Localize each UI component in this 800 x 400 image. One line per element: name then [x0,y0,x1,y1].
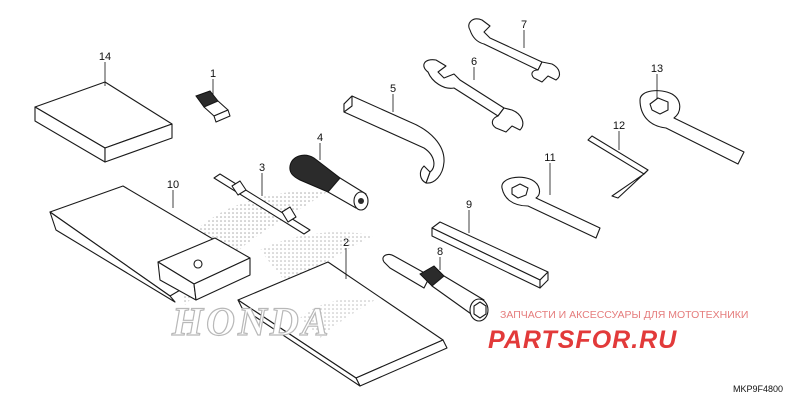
part-13-box-wrench [639,90,745,165]
callout-12: 12 [613,120,625,132]
callout-5: 5 [390,83,396,95]
callout-13: 13 [651,63,663,75]
callout-14: 14 [99,51,111,63]
part-1-plug [195,90,231,123]
callout-3: 3 [259,162,265,174]
callout-2: 2 [343,237,349,249]
callout-numbers: 1 2 3 4 5 6 7 8 9 10 11 12 13 14 [99,19,663,258]
part-8-spark-plug-wrench [382,253,489,322]
part-12-hex-key [587,135,649,199]
callout-4: 4 [317,132,323,144]
part-4-screwdriver-handle [289,154,369,211]
part-11-ring-wrench [501,176,601,239]
callout-10: 10 [167,179,179,191]
callout-9: 9 [466,199,472,211]
callout-8: 8 [437,246,443,258]
part-6-open-wrench [423,59,524,133]
part-14-manual-booklet [34,81,173,163]
site-brand-watermark: PARTSFOR.RU [488,326,677,354]
callout-1: 1 [210,68,216,80]
part-10-tool-bag [49,185,251,303]
site-tagline-watermark: ЗАПЧАСТИ И АКСЕССУАРЫ ДЛЯ МОТОТЕХНИКИ [500,309,748,321]
honda-watermark-text: HONDA [171,299,331,344]
part-9-flat-bar [431,221,549,289]
leader-lines [104,30,658,279]
callout-11: 11 [544,152,555,164]
drawing-code: MKP9F4800 [733,384,783,394]
part-3-screwdriver-shaft [213,173,311,235]
part-2-document-envelope [237,261,448,387]
callout-6: 6 [471,56,477,68]
callout-7: 7 [521,19,527,31]
part-7-small-wrench [468,18,561,83]
part-5-hook-wrench [343,95,445,184]
honda-wing-logo [175,190,375,305]
